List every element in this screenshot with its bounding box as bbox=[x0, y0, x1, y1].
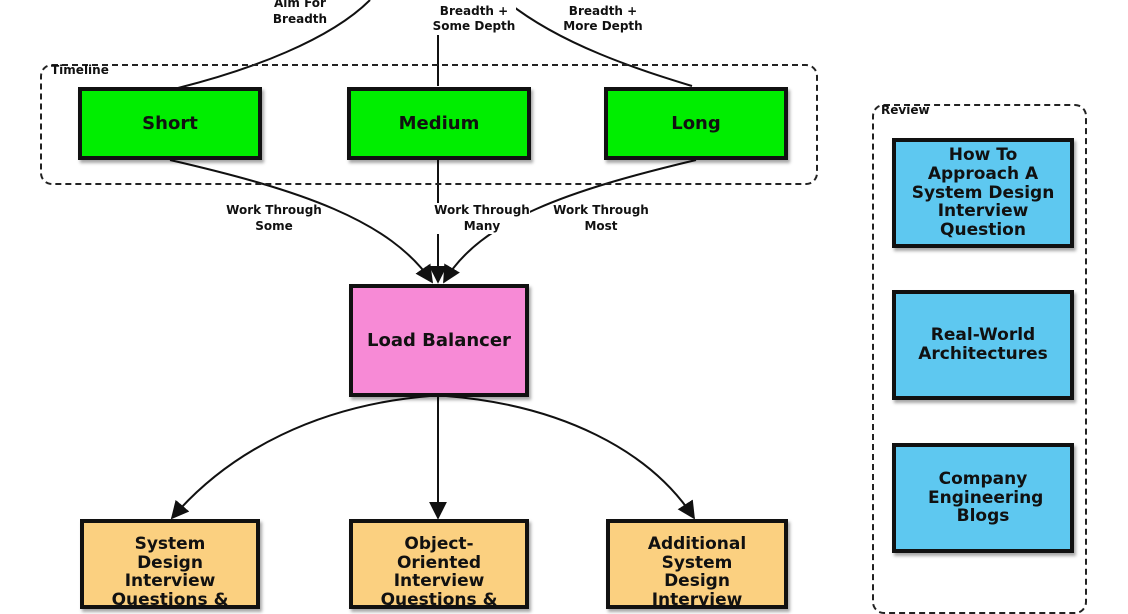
node-system-design-questions-label: System Design Interview Questions & bbox=[111, 534, 229, 609]
edge-label-mid-mid: Work Through Many bbox=[434, 203, 530, 235]
node-short-label: Short bbox=[142, 112, 198, 134]
node-company-engineering-blogs-label: Company Engineering Blogs bbox=[928, 468, 1044, 527]
node-long[interactable]: Long bbox=[604, 87, 788, 160]
edge-label-mid-right: Work Through Most bbox=[553, 203, 649, 233]
node-object-oriented-questions[interactable]: Object-Oriented Interview Questions & bbox=[349, 519, 529, 609]
review-group-label: Review bbox=[881, 103, 930, 117]
edge-short-lb bbox=[169, 159, 434, 284]
node-load-balancer-label: Load Balancer bbox=[367, 329, 511, 351]
timeline-group bbox=[40, 64, 818, 185]
node-how-to-approach[interactable]: How To Approach A System Design Intervie… bbox=[892, 138, 1074, 248]
edge-label-top-right: Aim For Breadth + More Depth bbox=[563, 0, 643, 34]
node-how-to-approach-label: How To Approach A System Design Intervie… bbox=[911, 145, 1055, 241]
node-system-design-questions[interactable]: System Design Interview Questions & bbox=[80, 519, 260, 609]
node-medium[interactable]: Medium bbox=[347, 87, 531, 160]
edge-top-left bbox=[177, 0, 371, 89]
node-object-oriented-questions-label: Object-Oriented Interview Questions & bbox=[380, 534, 498, 609]
node-long-label: Long bbox=[671, 112, 721, 134]
timeline-group-label: Timeline bbox=[51, 63, 109, 77]
node-short[interactable]: Short bbox=[78, 87, 262, 160]
node-medium-label: Medium bbox=[398, 112, 480, 134]
node-additional-system-design-label: Additional System Design Interview bbox=[647, 534, 747, 609]
node-real-world-architectures-label: Real-World Architectures bbox=[918, 325, 1048, 364]
node-load-balancer[interactable]: Load Balancer bbox=[349, 284, 529, 397]
edge-lb-left bbox=[170, 395, 431, 520]
node-additional-system-design[interactable]: Additional System Design Interview bbox=[606, 519, 788, 609]
edge-long-lb bbox=[443, 159, 697, 284]
edge-label-top-left: Aim For Breadth bbox=[272, 0, 328, 26]
edge-top-right bbox=[504, 0, 693, 87]
edge-label-mid-left: Work Through Some bbox=[226, 203, 322, 233]
edge-lb-right bbox=[445, 395, 695, 520]
node-real-world-architectures[interactable]: Real-World Architectures bbox=[892, 290, 1074, 400]
edge-label-top-mid: Aim For Breadth + Some Depth bbox=[432, 0, 516, 35]
node-company-engineering-blogs[interactable]: Company Engineering Blogs bbox=[892, 443, 1074, 553]
